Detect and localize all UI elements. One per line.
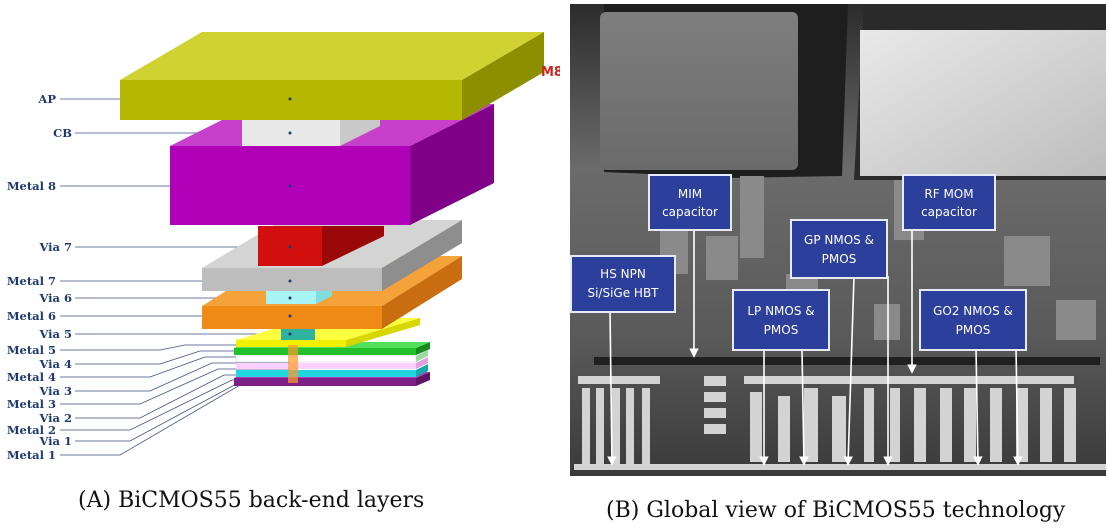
- caption-a-text: BiCMOS55 back-end layers: [118, 488, 425, 513]
- label-cb: CB: [53, 126, 72, 140]
- label-metal2: Metal 2: [7, 423, 56, 437]
- svg-text:GP NMOS &: GP NMOS &: [804, 233, 874, 247]
- svg-text:HS NPN: HS NPN: [600, 267, 646, 281]
- svg-text:PMOS: PMOS: [956, 323, 991, 337]
- caption-b-text: Global view of BiCMOS55 technology: [646, 498, 1066, 523]
- label-via6: Via 6: [38, 291, 72, 305]
- via7-block: [258, 226, 384, 266]
- annotation-lp-nmos: LP NMOS & PMOS: [732, 289, 830, 351]
- label-metal8: Metal 8: [7, 179, 56, 193]
- label-metal6: Metal 6: [7, 309, 56, 323]
- annotation-go2-nmos: GO2 NMOS & PMOS: [919, 289, 1027, 351]
- back-end-layers-diagram: AP CB Metal 8 Via 7 Metal 7 Via 6 Metal …: [7, 32, 560, 462]
- label-via4: Via 4: [38, 357, 72, 371]
- caption-a-prefix: (A): [78, 488, 112, 513]
- top-pads: [600, 4, 1106, 180]
- label-via7: Via 7: [38, 240, 72, 254]
- svg-text:LP NMOS &: LP NMOS &: [747, 304, 814, 318]
- annotation-mim: MIM capacitor: [648, 174, 732, 231]
- svg-text:Si/SiGe HBT: Si/SiGe HBT: [587, 286, 659, 300]
- m5-line: [594, 357, 1100, 365]
- layer-labels: AP CB Metal 8 Via 7 Metal 7 Via 6 Metal …: [7, 92, 72, 462]
- label-metal1: Metal 1: [7, 448, 56, 462]
- label-metal4: Metal 4: [7, 370, 56, 384]
- svg-text:capacitor: capacitor: [662, 205, 718, 219]
- annotation-arrows: [607, 230, 1023, 466]
- label-via3: Via 3: [38, 384, 72, 398]
- caption-a: (A) BiCMOS55 back-end layers: [78, 488, 424, 513]
- label-ap: AP: [37, 92, 56, 106]
- ap-block: [120, 32, 544, 120]
- svg-text:MIM: MIM: [678, 187, 702, 201]
- label-via5: Via 5: [38, 327, 72, 341]
- svg-text:PMOS: PMOS: [822, 252, 857, 266]
- caption-b-prefix: (B): [606, 498, 640, 523]
- annotation-hs-npn: HS NPN Si/SiGe HBT: [570, 255, 676, 313]
- svg-text:RF MOM: RF MOM: [924, 187, 973, 201]
- annotation-gp-nmos: GP NMOS & PMOS: [790, 219, 888, 279]
- m8-tag: M8: [541, 65, 560, 80]
- lower-metal-structures: [574, 376, 1106, 470]
- svg-text:GO2 NMOS &: GO2 NMOS &: [933, 304, 1013, 318]
- annotation-rf-mom: RF MOM capacitor: [902, 174, 996, 231]
- label-metal7: Metal 7: [7, 274, 56, 288]
- svg-text:capacitor: capacitor: [921, 205, 977, 219]
- label-via2: Via 2: [38, 411, 72, 425]
- leader-dots: [288, 97, 292, 336]
- label-via1: Via 1: [38, 434, 72, 448]
- label-metal5: Metal 5: [7, 343, 56, 357]
- label-metal3: Metal 3: [7, 397, 56, 411]
- caption-b: (B) Global view of BiCMOS55 technology: [606, 498, 1065, 523]
- cross-section-micrograph: MIM capacitor RF MOM capacitor GP NMOS &…: [570, 4, 1106, 476]
- svg-text:PMOS: PMOS: [764, 323, 799, 337]
